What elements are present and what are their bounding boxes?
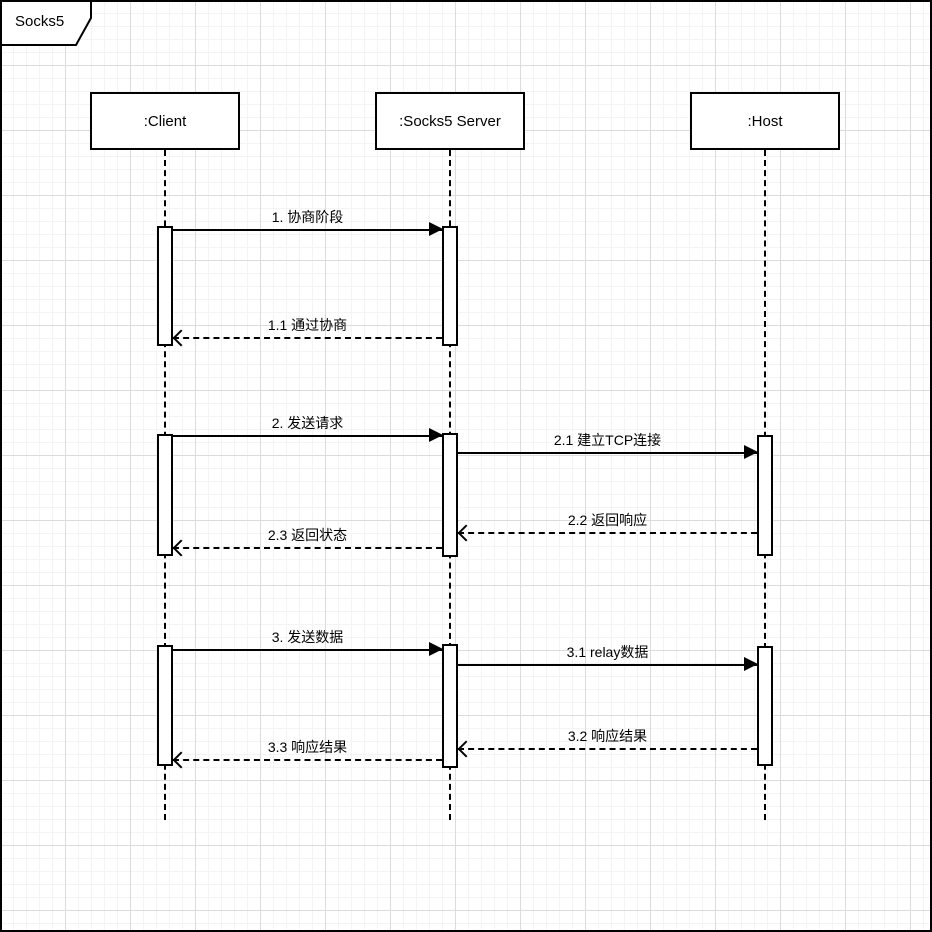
message-label-10[interactable]: 3.3 响应结果 bbox=[267, 739, 348, 755]
message-line-1[interactable] bbox=[173, 229, 442, 231]
arrowhead-open-icon bbox=[457, 524, 475, 542]
message-line-9[interactable] bbox=[458, 748, 757, 750]
message-line-4[interactable] bbox=[458, 452, 757, 454]
activation-bar-client-6[interactable] bbox=[157, 645, 173, 766]
arrowhead-filled-icon bbox=[744, 445, 758, 459]
message-line-3[interactable] bbox=[173, 435, 442, 437]
arrowhead-filled-icon bbox=[429, 642, 443, 656]
message-label-4[interactable]: 2.1 建立TCP连接 bbox=[553, 432, 662, 448]
activation-bar-client-1[interactable] bbox=[157, 226, 173, 346]
message-line-6[interactable] bbox=[173, 547, 442, 549]
frame-title-label: Socks5 bbox=[15, 13, 65, 30]
lifeline-head-label-server: :Socks5 Server bbox=[399, 112, 501, 130]
lifeline-head-label-client: :Client bbox=[143, 112, 187, 130]
message-line-7[interactable] bbox=[173, 649, 442, 651]
message-label-8[interactable]: 3.1 relay数据 bbox=[566, 644, 649, 660]
activation-bar-server-4[interactable] bbox=[442, 433, 458, 557]
message-label-6[interactable]: 2.3 返回状态 bbox=[267, 527, 348, 543]
message-label-1[interactable]: 1. 协商阶段 bbox=[271, 209, 344, 225]
lifeline-head-server[interactable]: :Socks5 Server bbox=[375, 92, 525, 150]
activation-bar-host-5[interactable] bbox=[757, 435, 773, 556]
message-label-2[interactable]: 1.1 通过协商 bbox=[267, 317, 348, 333]
message-line-2[interactable] bbox=[173, 337, 442, 339]
lifeline-head-label-host: :Host bbox=[747, 112, 783, 130]
lifeline-head-host[interactable]: :Host bbox=[690, 92, 840, 150]
arrowhead-filled-icon bbox=[429, 428, 443, 442]
message-label-3[interactable]: 2. 发送请求 bbox=[271, 415, 344, 431]
arrowhead-filled-icon bbox=[429, 222, 443, 236]
activation-bar-server-2[interactable] bbox=[442, 226, 458, 346]
message-line-10[interactable] bbox=[173, 759, 442, 761]
message-label-7[interactable]: 3. 发送数据 bbox=[271, 629, 344, 645]
arrowhead-filled-icon bbox=[744, 657, 758, 671]
arrowhead-open-icon bbox=[457, 740, 475, 758]
message-line-5[interactable] bbox=[458, 532, 757, 534]
activation-bar-server-7[interactable] bbox=[442, 644, 458, 768]
activation-bar-host-8[interactable] bbox=[757, 646, 773, 766]
message-line-8[interactable] bbox=[458, 664, 757, 666]
message-label-9[interactable]: 3.2 响应结果 bbox=[567, 728, 648, 744]
activation-bar-client-3[interactable] bbox=[157, 434, 173, 556]
lifeline-head-client[interactable]: :Client bbox=[90, 92, 240, 150]
message-label-5[interactable]: 2.2 返回响应 bbox=[567, 512, 648, 528]
